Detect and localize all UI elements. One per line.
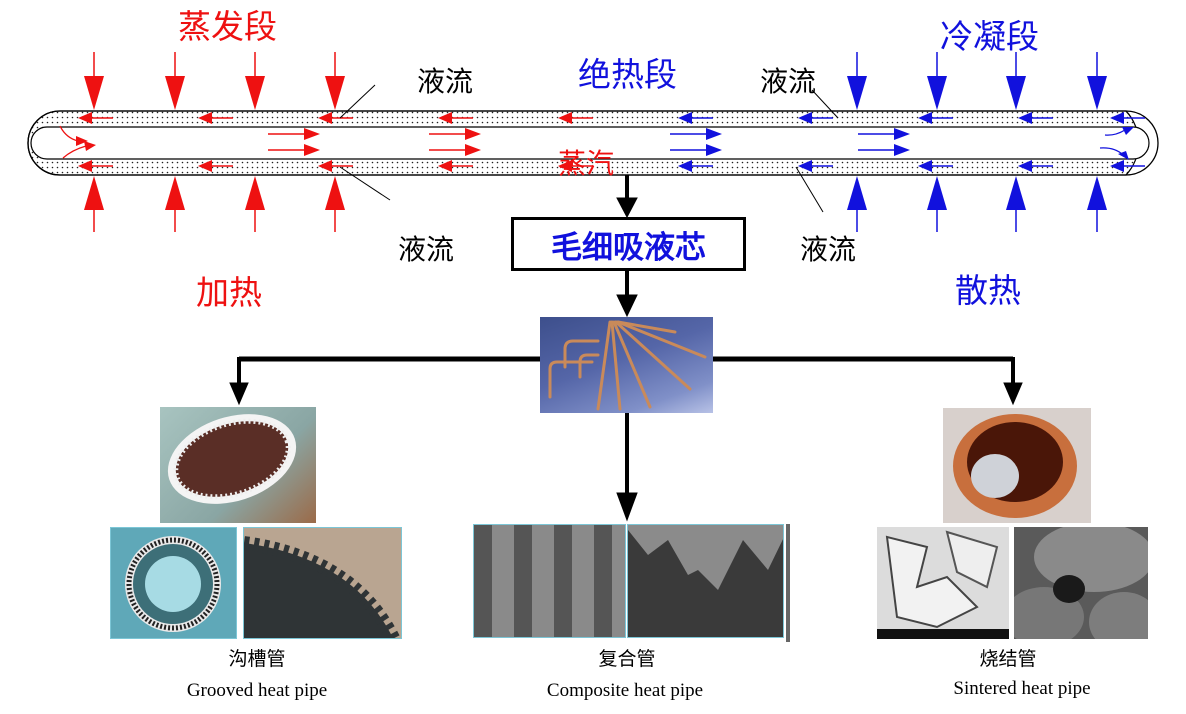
- capillary-wick-box: 毛细吸液芯: [511, 217, 746, 271]
- heat-out-arrow-down: [927, 76, 947, 110]
- heat-in-arrow-up: [165, 176, 185, 210]
- liquid-flow-label-bottom-left: 液流: [398, 233, 455, 266]
- grooved-cross-section-illustration: [125, 536, 221, 632]
- grooved-pipe-photo-main: [160, 407, 316, 523]
- heat-out-arrow-up: [927, 176, 947, 210]
- vapor-flow-arrow-head: [894, 144, 910, 156]
- composite-pipe-photo-left: [473, 524, 626, 638]
- condensation-curve-arrow-head: [1122, 127, 1134, 135]
- liquid-flow-arrow-head: [318, 112, 332, 124]
- composite-pipe-photo-right: [627, 524, 784, 638]
- liquid-flow-arrow-head: [198, 160, 212, 172]
- composite-grooves-illustration: [628, 525, 783, 590]
- heat-out-arrow-up: [1006, 176, 1026, 210]
- leader-line-bottom-right: [795, 166, 824, 213]
- sintered-sem-photo-right: [1014, 527, 1148, 639]
- vapor-flow-arrow-head: [465, 128, 481, 140]
- heat-in-arrow-down: [165, 76, 185, 110]
- sintered-pipe-illustration: [953, 414, 1077, 518]
- liquid-flow-arrow-head: [438, 160, 452, 172]
- adiabatic-section-title: 绝热段: [578, 55, 677, 94]
- connector-arrowhead-sintered: [1003, 382, 1023, 406]
- liquid-flow-arrow-head: [558, 160, 572, 172]
- liquid-flow-arrow-head: [318, 160, 332, 172]
- liquid-flow-label-top-right: 液流: [760, 65, 817, 98]
- vapor-flow-arrow-head: [465, 144, 481, 156]
- grooved-pipe-photo-detail: [243, 527, 402, 639]
- heat-out-arrow-up: [847, 176, 867, 210]
- arrow-layer: [59, 52, 1145, 232]
- liquid-flow-arrow-head: [438, 112, 452, 124]
- grooved-caption-en: Grooved heat pipe: [186, 680, 328, 701]
- liquid-flow-arrow-head: [798, 160, 812, 172]
- heat-in-arrow-down: [325, 76, 345, 110]
- pipe-outer-outline: [27, 110, 1159, 176]
- heat-out-arrow-down: [847, 76, 867, 110]
- heat-out-arrow-down: [1006, 76, 1026, 110]
- sintered-sem-right-illustration: [1014, 527, 1148, 639]
- sintered-sem-left-illustration: [877, 530, 1009, 639]
- connector-arrowhead-photo: [616, 294, 638, 318]
- vapor-flow-arrow-head: [304, 128, 320, 140]
- evaporation-curve-arrow: [62, 145, 87, 159]
- evaporation-curve-arrow-head: [76, 136, 88, 146]
- liquid-flow-arrow-head: [918, 160, 932, 172]
- grooved-teeth-illustration: [244, 528, 401, 638]
- liquid-flow-arrow-head: [198, 112, 212, 124]
- sintered-pipe-photo-main: [943, 408, 1091, 523]
- vapor-flow-arrow-head: [894, 128, 910, 140]
- liquid-flow-arrow-head: [1110, 112, 1124, 124]
- heating-label: 加热: [196, 273, 262, 312]
- vapor-label: 蒸汽: [558, 147, 615, 180]
- liquid-flow-arrow-head: [678, 160, 692, 172]
- connector-arrowhead-wick: [616, 197, 638, 219]
- heat-pipes-photo: [540, 317, 713, 413]
- vapor-flow-arrow-head: [304, 144, 320, 156]
- condensation-curve-arrow: [1104, 129, 1126, 136]
- sintered-sem-photo-left: [877, 527, 1009, 639]
- heat-in-arrow-up: [84, 176, 104, 210]
- cooling-label: 散热: [955, 271, 1021, 310]
- condensation-curve-arrow-head: [1118, 151, 1129, 160]
- liquid-flow-arrow-head: [78, 112, 92, 124]
- liquid-flow-arrow-head: [558, 112, 572, 124]
- liquid-flow-arrow-head: [798, 112, 812, 124]
- heat-out-arrow-up: [1087, 176, 1107, 210]
- liquid-flow-arrow-head: [1018, 112, 1032, 124]
- sintered-caption-en: Sintered heat pipe: [953, 678, 1091, 699]
- composite-caption-cn: 复合管: [598, 648, 656, 670]
- composite-caption-en: Composite heat pipe: [546, 680, 704, 701]
- sintered-caption-cn: 烧结管: [979, 648, 1037, 670]
- connector-arrowhead-composite: [616, 492, 638, 522]
- liquid-flow-arrow-head: [918, 112, 932, 124]
- heat-in-arrow-down: [84, 76, 104, 110]
- heat-pipes-illustration: [548, 320, 707, 411]
- heat-in-arrow-up: [245, 176, 265, 210]
- liquid-flow-arrow-head: [78, 160, 92, 172]
- grooved-pipe-illustration: [167, 414, 297, 504]
- heat-in-arrow-down: [245, 76, 265, 110]
- grooved-pipe-photo-cross-section: [110, 527, 237, 639]
- leader-line-bottom-left: [339, 166, 391, 201]
- connector-arrowhead-grooved: [229, 382, 249, 406]
- leader-line-top-right: [811, 89, 839, 119]
- heat-out-arrow-down: [1087, 76, 1107, 110]
- evaporator-section-title: 蒸发段: [178, 7, 277, 46]
- vapor-flow-arrow-head: [706, 144, 722, 156]
- grooved-caption-cn: 沟槽管: [228, 648, 286, 670]
- liquid-flow-label-top-left: 液流: [417, 65, 474, 98]
- liquid-flow-arrow-head: [1110, 160, 1124, 172]
- liquid-flow-arrow-head: [678, 112, 692, 124]
- composite-scale-bar: [786, 524, 790, 642]
- vapor-flow-arrow-head: [706, 128, 722, 140]
- leader-line-top-left: [339, 84, 376, 119]
- liquid-flow-arrow-head: [1018, 160, 1032, 172]
- condenser-section-title: 冷凝段: [940, 17, 1039, 56]
- heat-in-arrow-up: [325, 176, 345, 210]
- liquid-flow-label-bottom-right: 液流: [800, 233, 857, 266]
- evaporation-curve-arrow-head: [84, 141, 96, 151]
